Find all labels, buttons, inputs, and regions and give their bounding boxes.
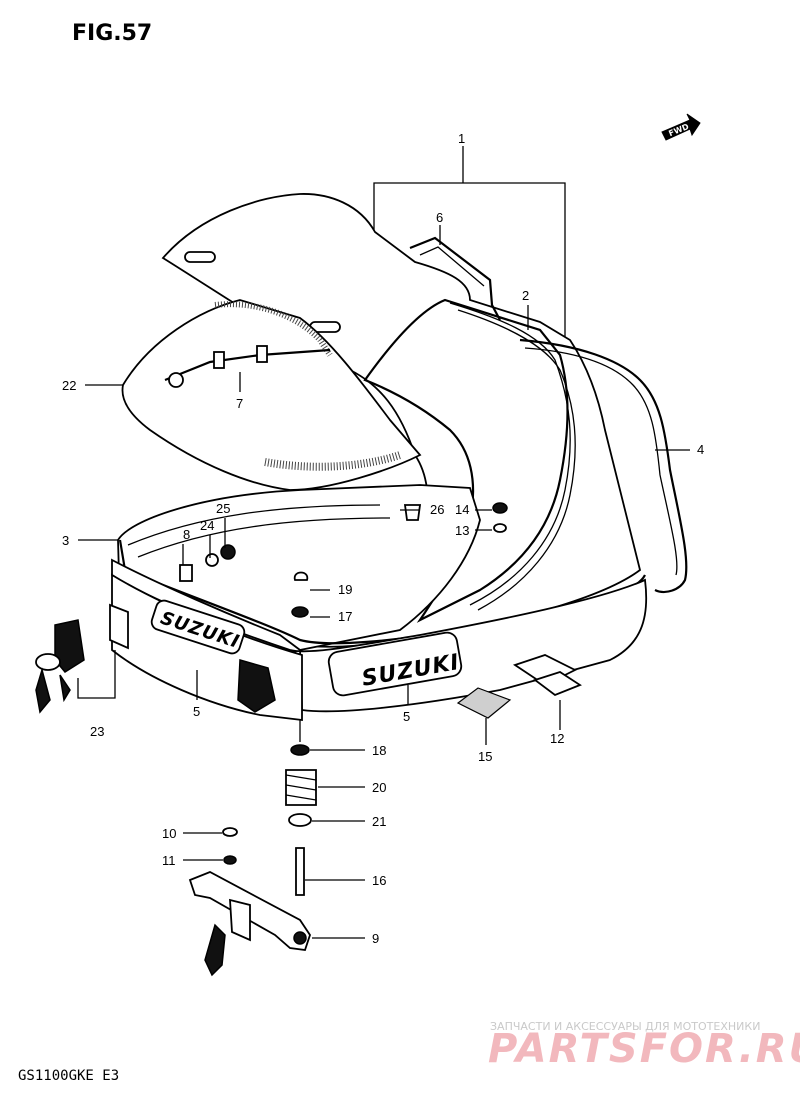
spring-stack	[222, 720, 317, 896]
callout-10: 10	[162, 826, 176, 841]
callout-20: 20	[372, 780, 386, 795]
callout-7: 7	[236, 396, 243, 411]
callout-1: 1	[458, 131, 465, 146]
callout-labels: 1 2 3 4 5 5 6 7 8 9 10 11 12 13 14 15 16…	[62, 131, 704, 946]
callout-23: 23	[90, 724, 104, 739]
callout-5-right: 5	[403, 709, 410, 724]
callout-15: 15	[478, 749, 492, 764]
callout-18: 18	[372, 743, 386, 758]
trunk-lid-shell	[161, 193, 688, 648]
callout-2: 2	[522, 288, 529, 303]
callout-26: 26	[430, 502, 444, 517]
callout-24: 24	[200, 518, 214, 533]
model-code: GS1100GKE E3	[18, 1068, 119, 1084]
callout-8: 8	[183, 527, 190, 542]
callout-9: 9	[372, 931, 379, 946]
callout-21: 21	[372, 814, 386, 829]
callout-22: 22	[62, 378, 76, 393]
fwd-label: FWD	[667, 122, 690, 138]
callout-19: 19	[338, 582, 352, 597]
fwd-arrow-icon: FWD	[661, 113, 701, 141]
inner-lid-panel	[121, 299, 422, 491]
callout-14: 14	[455, 502, 469, 517]
callout-16: 16	[372, 873, 386, 888]
callout-25: 25	[216, 501, 230, 516]
callout-3: 3	[62, 533, 69, 548]
carrier-bracket	[188, 871, 311, 977]
lock-assembly	[35, 603, 276, 714]
leader-lines	[78, 225, 690, 939]
callout-17: 17	[338, 609, 352, 624]
callout-12: 12	[550, 731, 564, 746]
callout-13: 13	[455, 523, 469, 538]
watermark-tagline: ЗАПЧАСТИ И АКСЕССУАРЫ ДЛЯ МОТОТЕХНИКИ	[490, 1020, 760, 1033]
fasteners	[179, 502, 582, 719]
watermark-brand: PARTSFOR.RU	[488, 1026, 800, 1072]
figure-title: FIG.57	[72, 21, 152, 46]
callout-5-left: 5	[193, 704, 200, 719]
callout-6: 6	[436, 210, 443, 225]
bracket-part-1	[373, 146, 566, 390]
callout-11: 11	[162, 853, 176, 868]
watermark: ЗАПЧАСТИ И АКСЕССУАРЫ ДЛЯ МОТОТЕХНИКИ PA…	[488, 1020, 800, 1072]
callout-4: 4	[697, 442, 704, 457]
